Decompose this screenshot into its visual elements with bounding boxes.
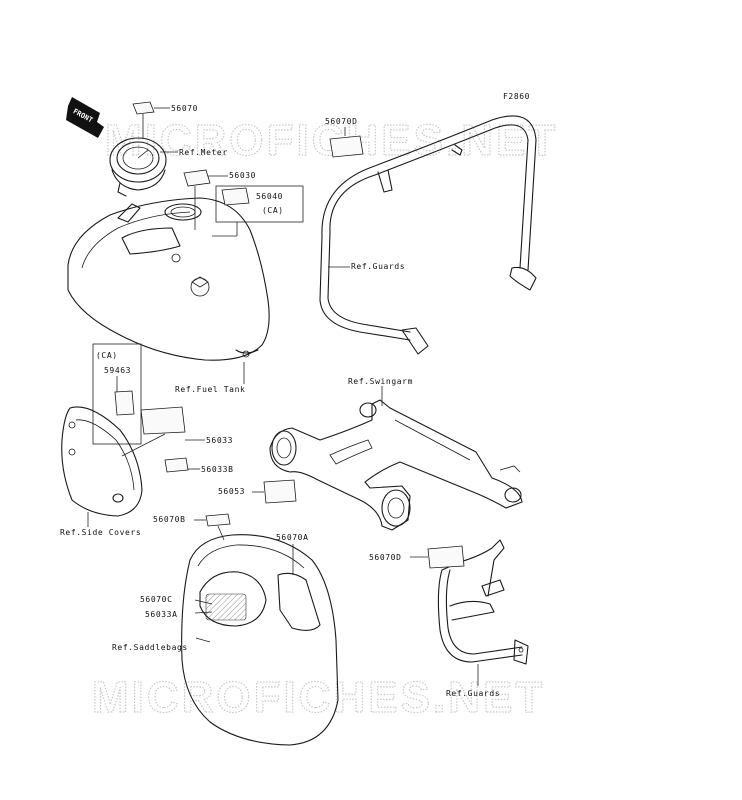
part-56033a-label: 56033A xyxy=(145,610,178,619)
part-56030-label: 56030 xyxy=(229,171,256,180)
part-56070d-bottom-label: 56070D xyxy=(369,553,402,562)
upper-guard-drawing xyxy=(319,115,537,355)
ref-guards-bottom-label: Ref.Guards xyxy=(446,689,500,698)
decal-56070b xyxy=(205,513,231,527)
part-56070a-label: 56070A xyxy=(276,533,309,542)
part-56070c-label: 56070C xyxy=(140,595,173,604)
swingarm-drawing xyxy=(269,399,523,531)
part-56040-note: (CA) xyxy=(262,206,284,215)
ref-saddlebags-label: Ref.Saddlebags xyxy=(112,643,188,652)
ref-side-covers-label: Ref.Side Covers xyxy=(60,528,141,537)
ref-guards-top-label: Ref.Guards xyxy=(351,262,405,271)
part-56040-label: 56040 xyxy=(256,192,283,201)
part-56070-label: 56070 xyxy=(171,104,198,113)
decal-59463 xyxy=(114,390,135,416)
watermark-bottom: MICROFICHES.NET xyxy=(92,673,545,722)
ref-fuel-tank-label: Ref.Fuel Tank xyxy=(175,385,245,394)
decal-56030 xyxy=(183,169,211,187)
decal-56070d-bottom xyxy=(427,545,465,569)
decal-56033b xyxy=(164,457,189,473)
front-arrow-icon: FRONT xyxy=(66,97,104,138)
part-56033b-label: 56033B xyxy=(201,465,234,474)
side-cover-drawing xyxy=(61,406,143,517)
decal-56033 xyxy=(140,406,186,435)
part-56070b-label: 56070B xyxy=(153,515,186,524)
part-56053-label: 56053 xyxy=(218,487,245,496)
meter-drawing xyxy=(109,137,167,197)
part-59463-note: (CA) xyxy=(96,351,118,360)
part-56070d-top-label: 56070D xyxy=(325,117,358,126)
decal-56040 xyxy=(221,187,250,206)
part-56033-label: 56033 xyxy=(206,436,233,445)
decal-56053 xyxy=(263,479,297,504)
decal-56070d-top xyxy=(329,135,364,158)
figure-code: F2860 xyxy=(503,92,530,101)
ref-meter-label: Ref.Meter xyxy=(179,148,228,157)
saddlebag-drawing xyxy=(181,534,339,746)
fuel-tank-drawing xyxy=(67,197,270,361)
part-59463-label: 59463 xyxy=(104,366,131,375)
decal-56070 xyxy=(132,101,155,115)
ref-swingarm-label: Ref.Swingarm xyxy=(348,377,413,386)
